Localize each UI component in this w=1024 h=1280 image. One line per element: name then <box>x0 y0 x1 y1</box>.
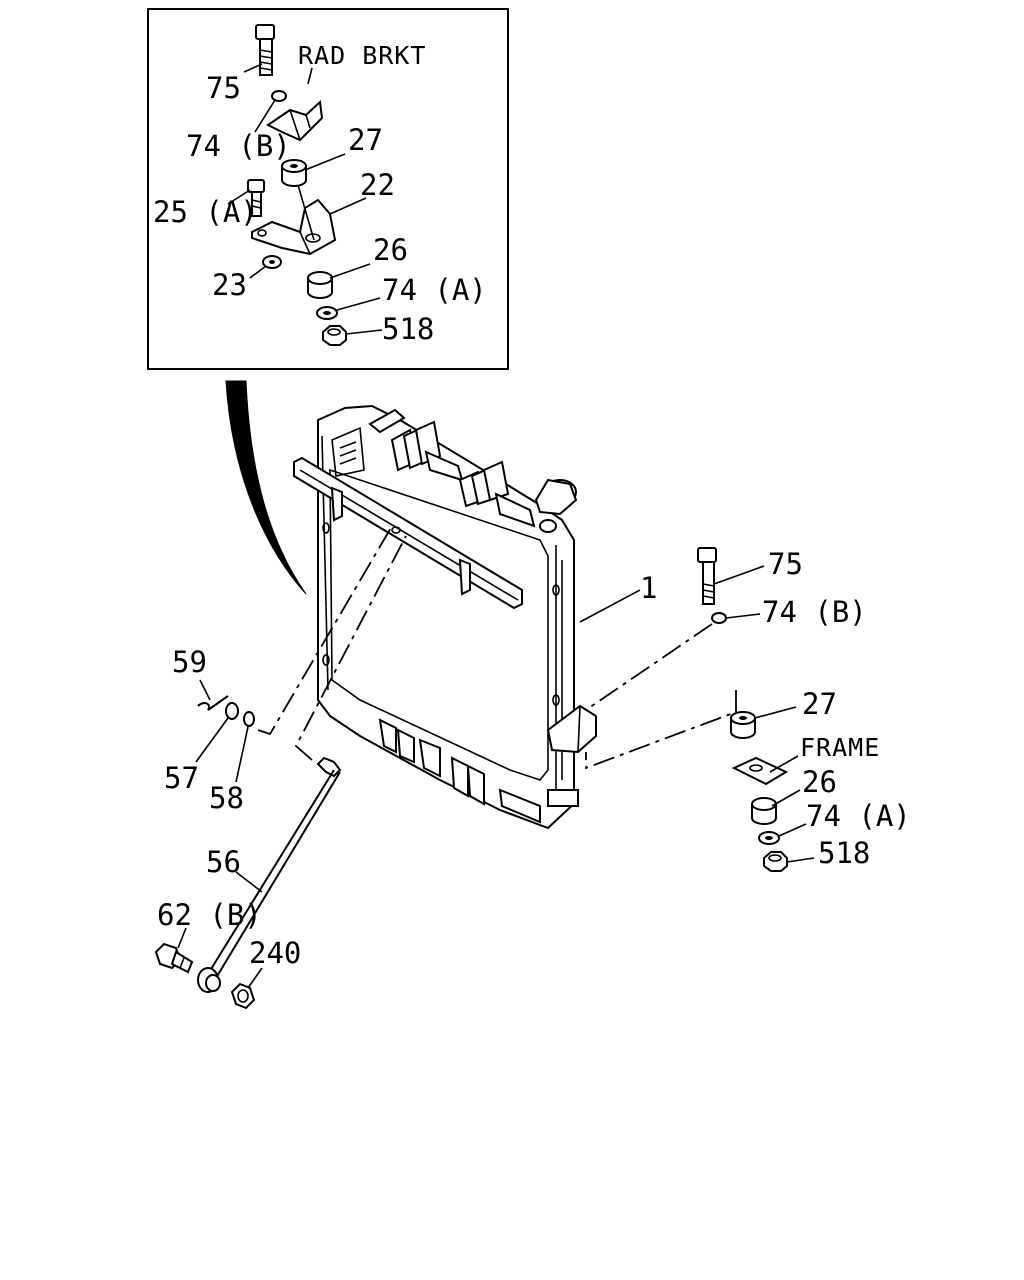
main-cushion-26 <box>751 797 777 825</box>
radiator-cross-rail <box>293 456 523 610</box>
inset-bracket-22 <box>251 198 337 256</box>
washer-57 <box>225 702 239 720</box>
main-label-75: 75 <box>768 547 803 581</box>
dash-27-to-bracket <box>585 690 737 770</box>
stay-rod-56 <box>197 756 342 993</box>
nut-240 <box>230 982 256 1010</box>
bolt-62b <box>154 942 194 974</box>
leader-1 <box>579 589 641 623</box>
label-part-62b: 62 (B) <box>157 898 262 932</box>
inset-label-27: 27 <box>348 123 383 157</box>
inset-cushion-27 <box>281 159 307 187</box>
inset-label-74a: 74 (A) <box>382 273 487 307</box>
clip-59 <box>197 695 229 711</box>
dash-washers-to-radiator <box>257 525 393 736</box>
radiator-core <box>329 468 549 781</box>
inset-leaders <box>227 63 383 335</box>
main-label-74a: 74 (A) <box>806 799 911 833</box>
inset-label-22: 22 <box>360 168 395 202</box>
inset-washer-74b <box>271 90 287 102</box>
label-part-1: 1 <box>640 571 657 605</box>
inset-label-25a: 25 (A) <box>153 195 258 229</box>
label-part-58: 58 <box>209 781 244 815</box>
inset-bolt-25a <box>247 179 265 217</box>
radiator-filler-neck <box>534 478 578 533</box>
inset-nut-518 <box>322 325 347 346</box>
inset-bolt-75 <box>255 24 275 76</box>
label-part-57: 57 <box>164 761 199 795</box>
right-mount-parts: 75 74 (B) 27 FRAME 26 74 (A) 518 <box>585 547 911 872</box>
inset-label-74b: 74 (B) <box>186 129 291 163</box>
inset-label-518: 518 <box>382 312 434 346</box>
label-part-240: 240 <box>249 936 301 970</box>
dash-74b-to-bracket <box>585 623 713 711</box>
inset-rad-bracket <box>266 99 324 142</box>
inset-pointer-arrow <box>225 380 307 595</box>
main-cushion-27 <box>730 711 756 739</box>
main-label-518: 518 <box>818 836 870 870</box>
inset-label-rad-brkt: RAD BRKT <box>298 41 426 70</box>
main-bolt-75 <box>697 547 717 605</box>
label-part-56: 56 <box>206 845 241 879</box>
dash-rod-to-radiator <box>294 535 407 761</box>
label-part-59: 59 <box>172 645 207 679</box>
main-label-74b: 74 (B) <box>762 595 867 629</box>
main-label-26: 26 <box>802 765 837 799</box>
main-label-frame: FRAME <box>800 733 880 762</box>
main-washer-74b <box>711 612 727 624</box>
inset-label-75: 75 <box>206 71 241 105</box>
radiator-top-fins <box>331 408 536 528</box>
washer-58 <box>243 711 255 727</box>
inset-detail: 75 RAD BRKT 74 (B) 27 25 (A) 22 26 23 74… <box>147 8 509 370</box>
radiator-assembly <box>293 404 641 830</box>
stay-rod-parts: 59 57 58 56 62 (B) 240 <box>154 525 407 1010</box>
inset-cushion-26 <box>307 271 333 299</box>
inset-label-26: 26 <box>373 233 408 267</box>
radiator-bottom-fins <box>378 718 579 824</box>
radiator-side-bracket <box>322 522 597 754</box>
main-label-27: 27 <box>802 687 837 721</box>
main-nut-518 <box>763 851 788 872</box>
inset-label-23: 23 <box>212 268 247 302</box>
